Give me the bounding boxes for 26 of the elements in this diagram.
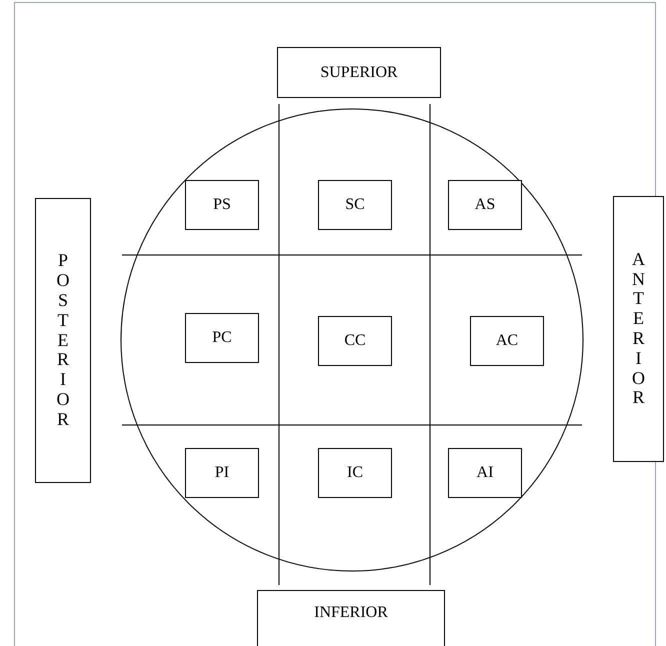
label-box bbox=[257, 590, 445, 646]
label-box bbox=[318, 180, 392, 230]
box-text: AI bbox=[476, 463, 494, 483]
vertical-label-box bbox=[35, 198, 91, 483]
label-box bbox=[185, 180, 259, 230]
label-box bbox=[470, 316, 544, 366]
box-text: IC bbox=[347, 463, 363, 483]
label-box bbox=[185, 448, 259, 498]
box-text: CC bbox=[344, 331, 366, 351]
label-box bbox=[277, 47, 441, 98]
box-text: AS bbox=[474, 195, 496, 215]
box-text: AC bbox=[496, 331, 518, 351]
label-box bbox=[318, 316, 392, 366]
box-text: ANTERIOR bbox=[632, 250, 646, 408]
label-box bbox=[448, 448, 522, 498]
box-text: PC bbox=[212, 328, 232, 348]
box-text: PI bbox=[214, 463, 230, 483]
box-text: SC bbox=[345, 195, 365, 215]
label-box bbox=[318, 448, 392, 498]
label-box bbox=[185, 313, 259, 363]
box-text: SUPERIOR bbox=[320, 62, 398, 82]
box-text: POSTERIOR bbox=[56, 251, 70, 430]
box-text: INFERIOR bbox=[314, 603, 388, 623]
vertical-label-box bbox=[613, 196, 664, 462]
box-text: PS bbox=[213, 195, 231, 215]
label-box bbox=[448, 180, 522, 230]
